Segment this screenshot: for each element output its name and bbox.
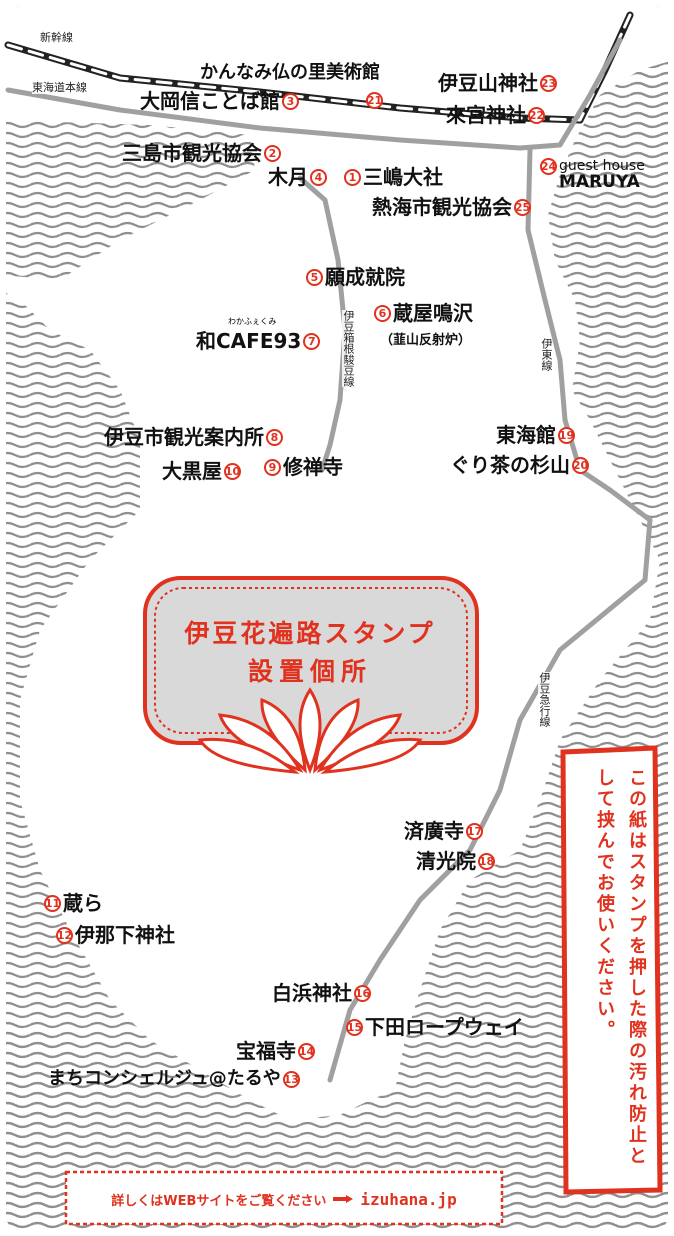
spot-number: 12 [56,926,73,944]
footer-text: 詳しくはWEBサイトをご覧ください [111,1193,327,1209]
spot-number: 6 [374,304,391,322]
spot-name: 下田ロープウェイ [365,1015,524,1039]
spot-24-label: 24 guest house MARUYA [538,158,645,192]
footer: 詳しくはWEBサイトをご覧ください izuhana.jp [70,1176,498,1222]
spot-name: 願成就院 [325,265,405,289]
rail-label-ito: 伊東線 [540,338,553,371]
spot-subname: MARUYA [559,172,640,192]
spot-name: 和CAFE93 [196,329,302,353]
spot-number: 15 [346,1018,363,1036]
spot-name: 來宮神社 [446,103,526,127]
spot-name: 白浜神社 [272,981,352,1005]
spot-number: 1 [344,168,361,186]
spot-name: 修禅寺 [283,455,343,479]
spot-21-number: 21 [366,92,383,109]
spot-name: 熱海市観光協会 [372,195,512,219]
spot-name: 蔵屋鳴沢 [393,301,473,325]
spot-number: 3 [282,92,299,110]
spot-name: 大黒屋 [162,459,222,483]
spot-7-ruby: わかふぇくみ [228,317,277,326]
spot-number: 17 [466,822,483,840]
footer-url-link[interactable]: izuhana.jp [360,1189,457,1209]
spot-6-sublabel: （韮山反射炉） [380,333,472,348]
spot-number: 25 [514,198,531,216]
land-mass [0,0,674,1120]
spot-name: 蔵ら [63,891,103,915]
rail-label-kyuko: 伊豆急行線 [538,672,551,727]
spot-name: 伊豆山神社 [438,71,538,95]
spot-name: ぐり茶の杉山 [450,453,570,477]
spot-name: 宝福寺 [236,1039,296,1063]
spot-name: 清光院 [416,849,476,873]
rail-label-hakone: 伊豆箱根駿豆線 [342,310,355,387]
side-note-frame [560,745,663,1195]
stamp-title-line2: 設置個所 [247,657,372,686]
rail-label-tokaido: 東海道本線 [32,81,87,94]
spot-number: 5 [306,268,323,286]
spot-number: 20 [572,456,589,474]
spot-number: 2 [264,144,281,162]
spot-name: 木月 [268,165,308,189]
spot-number: 16 [354,984,371,1002]
spot-name: 済廣寺 [404,819,464,843]
spot-number: 11 [44,894,61,912]
stamp-title-line1: 伊豆花遍路スタンプ [184,619,436,648]
spot-name: 三嶋大社 [363,165,443,189]
pointing-hand-icon [333,1195,354,1203]
spot-name: 大岡信ことば館 [140,89,280,113]
side-note-text: この紙はスタンプを押した際の汚れ防止として挟んでお使いください。 [594,768,647,1167]
spot-number: 14 [298,1042,315,1060]
spot-name: 三島市観光協会 [122,141,262,165]
spot-number: 13 [282,1070,300,1088]
suruga-bay [6,120,255,280]
spot-name: 東海館 [496,423,556,447]
spot-number: 18 [478,852,495,870]
spot-number: 22 [528,106,545,124]
spot-number: 10 [224,462,241,480]
spot-number: 7 [303,332,321,350]
spot-name: 伊豆市観光案内所 [104,425,264,449]
spot-number: 23 [540,74,557,92]
spot-number: 8 [266,428,283,446]
lotus-flower-icon [197,687,423,775]
spot-number: 19 [558,426,575,444]
footer-frame [64,1170,504,1226]
tokaido-line [5,37,623,151]
ito-line [525,147,653,523]
spot-number: 9 [264,458,281,476]
spot-name: guest house [559,158,645,174]
spot-name: 伊那下神社 [75,923,175,947]
spot-name: かんなみ仏の里美術館 [200,62,380,83]
spot-number: 4 [310,168,327,186]
spot-name: まちコンシェルジュ@たるや [48,1068,281,1089]
rail-label-shinkansen: 新幹線 [40,31,73,44]
spot-21-label: かんなみ仏の里美術館 [200,62,380,84]
spot-number: 24 [540,158,557,175]
